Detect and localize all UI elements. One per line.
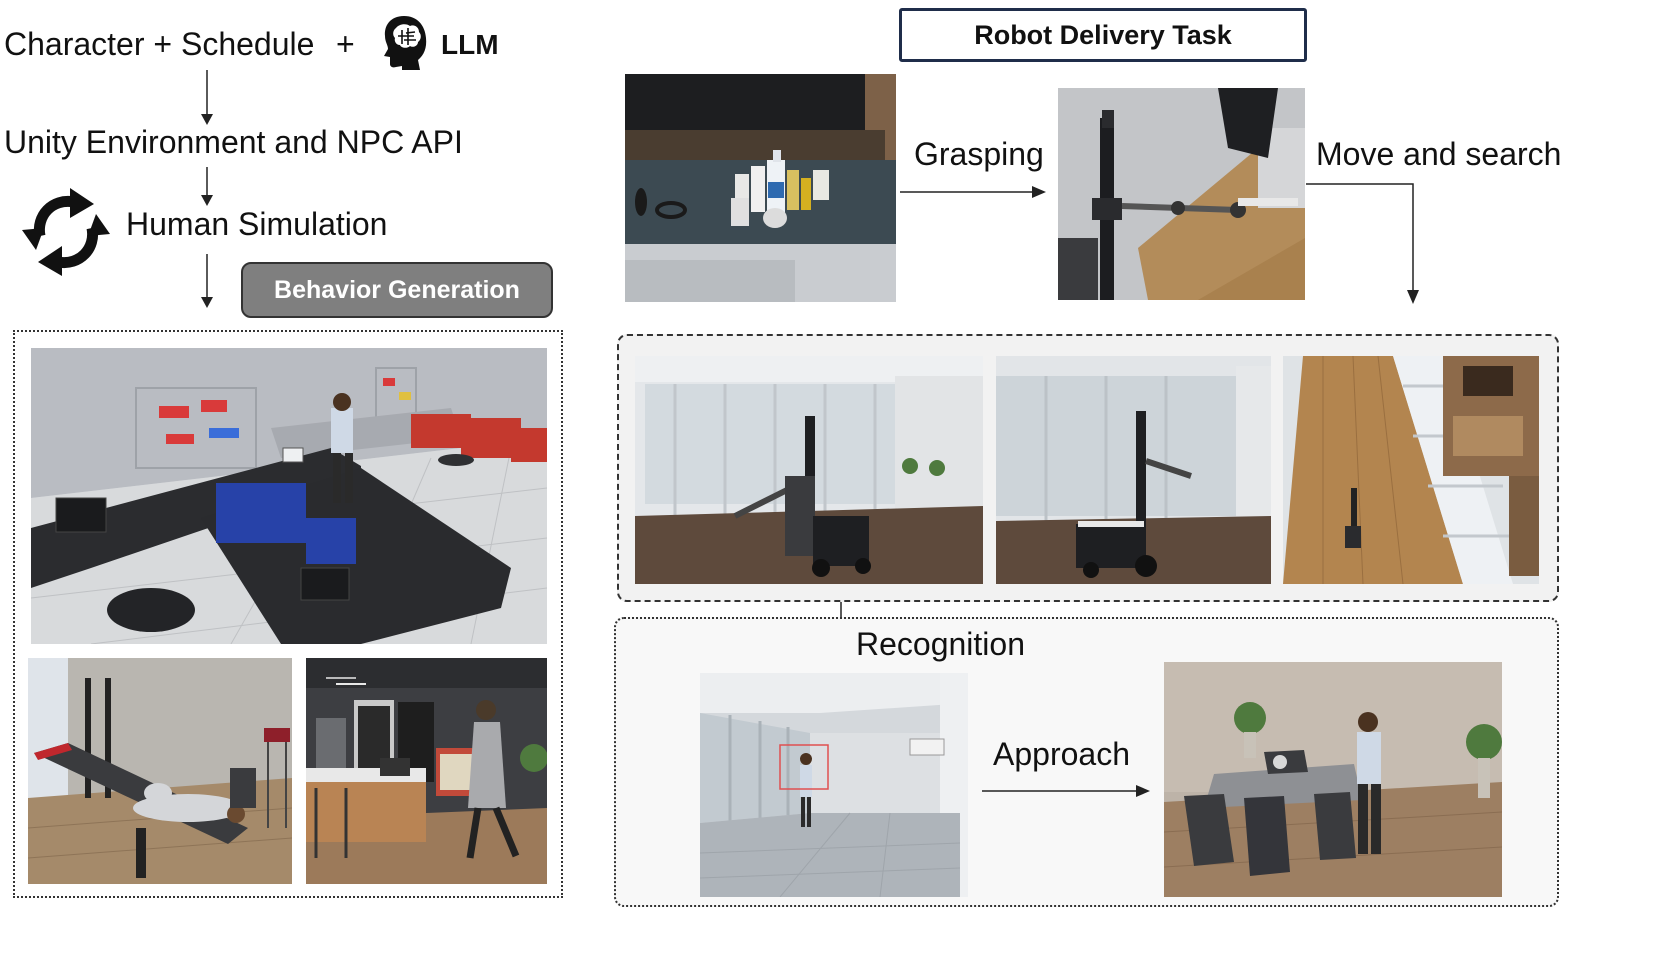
approach-label: Approach	[993, 736, 1130, 772]
robot-lobby-image-2	[996, 356, 1271, 584]
plus-sign: +	[336, 26, 355, 62]
objects-table-image	[625, 74, 896, 302]
recognition-hall-image	[700, 673, 968, 897]
kitchen-scene-image	[306, 658, 547, 884]
robot-lobby-image-1	[635, 356, 983, 584]
step-human-simulation: Human Simulation	[126, 206, 388, 242]
step-character-schedule: Character + Schedule	[4, 26, 315, 62]
move-and-search-label: Move and search	[1316, 136, 1562, 172]
lab-scene-image	[31, 348, 547, 644]
arrow-down-2	[201, 167, 213, 207]
robot-delivery-title-box: Robot Delivery Task	[899, 8, 1307, 62]
robot-corridor-image	[1283, 356, 1539, 584]
step-unity-environment: Unity Environment and NPC API	[4, 124, 463, 160]
behavior-generation-badge: Behavior Generation	[241, 262, 553, 318]
brain-head-icon	[382, 14, 428, 70]
arrow-approach	[982, 784, 1152, 798]
behavior-generation-label: Behavior Generation	[274, 275, 520, 304]
robot-arm-grasp-image	[1058, 88, 1305, 300]
robot-delivery-title: Robot Delivery Task	[974, 19, 1232, 50]
approach-person-image	[1164, 662, 1502, 897]
gym-scene-image	[28, 658, 292, 884]
behavior-panel	[13, 330, 563, 898]
llm-label: LLM	[441, 29, 499, 60]
arrow-grasping	[900, 185, 1048, 199]
recognition-label: Recognition	[856, 626, 1025, 662]
arrow-down-1	[201, 70, 213, 125]
cycle-arrows-icon	[18, 184, 114, 280]
arrow-move-search	[1306, 182, 1422, 306]
arrow-down-3	[201, 254, 213, 310]
grasping-label: Grasping	[914, 136, 1044, 172]
